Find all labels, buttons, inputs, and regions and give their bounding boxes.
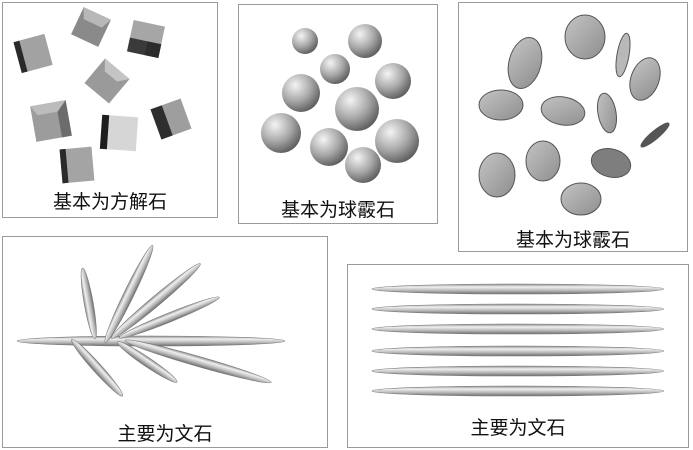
panel-caption: 基本为球霰石 [515, 229, 630, 251]
aragonite-parallel-illustration [371, 283, 665, 397]
aragonite-cluster-illustration [16, 245, 286, 397]
panel-vaterite-spheres: 基本为球霰石 [238, 4, 438, 224]
panel-aragonite-cluster: 主要为文石 [2, 236, 328, 448]
panel-vaterite-discs: 基本为球霰石 [458, 2, 688, 252]
vaterite-discs-illustration [478, 14, 670, 216]
panel-caption: 主要为文石 [117, 423, 213, 445]
panel-calcite: 基本为方解石 [2, 2, 218, 218]
calcite-cubes-illustration [13, 7, 192, 184]
panel-caption: 主要为文石 [470, 417, 566, 439]
vaterite-spheres-illustration [261, 24, 419, 183]
panel-caption: 基本为方解石 [52, 191, 167, 213]
panel-caption: 基本为球霰石 [280, 199, 395, 221]
panel-aragonite-parallel: 主要为文石 [347, 264, 689, 448]
